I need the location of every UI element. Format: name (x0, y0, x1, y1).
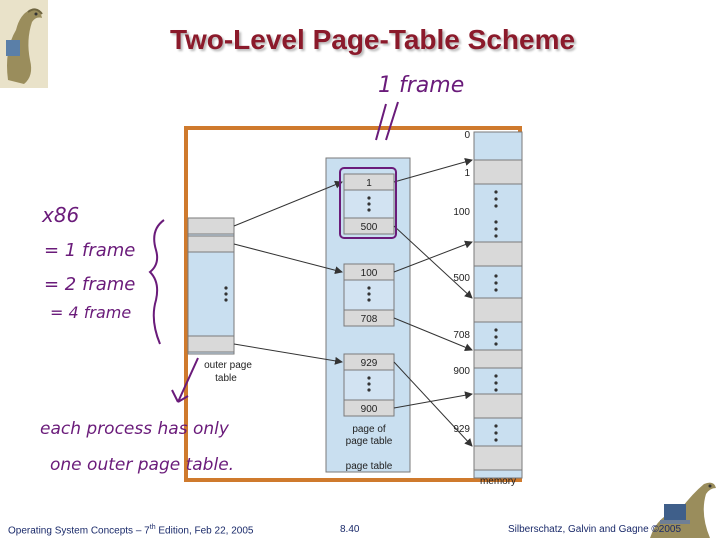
memory-label: memory (480, 476, 516, 487)
entry-900: 900 (361, 404, 378, 415)
footer-left-sup: th (149, 524, 156, 531)
slide-title: Two-Level Page-Table Scheme (169, 24, 576, 55)
page-table-label: page table (346, 461, 393, 472)
mem-addr-708: 708 (453, 330, 470, 341)
mem-addr-0: 0 (464, 130, 470, 141)
outer-table-label-1: outer page (204, 360, 252, 371)
outer-table-label-2: table (215, 373, 237, 384)
footer-right: Silberschatz, Galvin and Gagne ©2005 (508, 524, 682, 535)
footer-left: Operating System Concepts – 7th Edition,… (8, 524, 253, 536)
memory-column: 0 1 100 500 708 900 929 memory (453, 130, 523, 487)
outer-page-table: outer page table (187, 217, 252, 384)
entry-929: 929 (361, 358, 378, 369)
mem-addr-900: 900 (453, 366, 470, 377)
page-of-label-1: page of (352, 424, 386, 435)
dinosaur-laptop-logo (640, 474, 720, 540)
dinosaur-logo (0, 0, 48, 88)
pointer-arrows (233, 158, 473, 447)
footer-left-text: Operating System Concepts – 7 (8, 525, 150, 537)
entry-1: 1 (366, 178, 372, 189)
footer-left-text-end: Edition, Feb 22, 2005 (155, 525, 254, 537)
page-of-label-2: page table (346, 436, 393, 447)
page-of-page-table: 1 500 100 708 929 900 page of page table… (325, 157, 411, 473)
footer-page-number: 8.40 (340, 524, 360, 535)
mem-addr-500: 500 (453, 273, 470, 284)
mem-addr-1: 1 (464, 168, 470, 179)
mem-addr-100: 100 (453, 207, 470, 218)
entry-500: 500 (361, 222, 378, 233)
entry-100: 100 (361, 268, 378, 279)
mem-addr-929: 929 (453, 424, 470, 435)
entry-708: 708 (361, 314, 378, 325)
